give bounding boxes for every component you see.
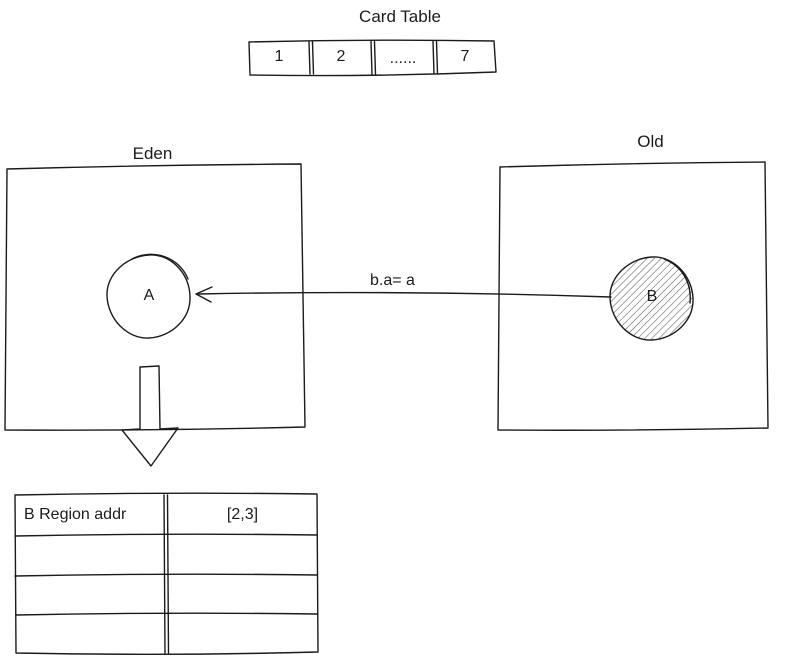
object-b-label: B xyxy=(646,288,658,305)
object-b-circle xyxy=(609,256,694,341)
region-table-grid xyxy=(14,492,319,655)
eden-region-label: Eden xyxy=(132,144,173,163)
region-table-row1-value: [2,3] xyxy=(226,506,259,523)
reference-label: b.a= a xyxy=(370,272,415,289)
old-region-label: Old xyxy=(637,132,664,151)
card-table-cell-2: 2 xyxy=(336,48,346,65)
reference-arrow xyxy=(195,286,612,303)
old-box xyxy=(497,161,769,431)
down-arrow xyxy=(121,365,179,467)
card-table-box xyxy=(248,39,497,77)
region-table-row1-key: B Region addr xyxy=(24,506,127,523)
card-table-cell-dots: ...... xyxy=(389,50,417,67)
eden-box xyxy=(4,163,306,431)
card-table-title: Card Table xyxy=(359,7,441,26)
object-a-label: A xyxy=(143,287,155,304)
card-table-cell-7: 7 xyxy=(460,48,470,65)
card-table-cell-1: 1 xyxy=(274,48,284,65)
object-a-circle xyxy=(106,253,191,339)
